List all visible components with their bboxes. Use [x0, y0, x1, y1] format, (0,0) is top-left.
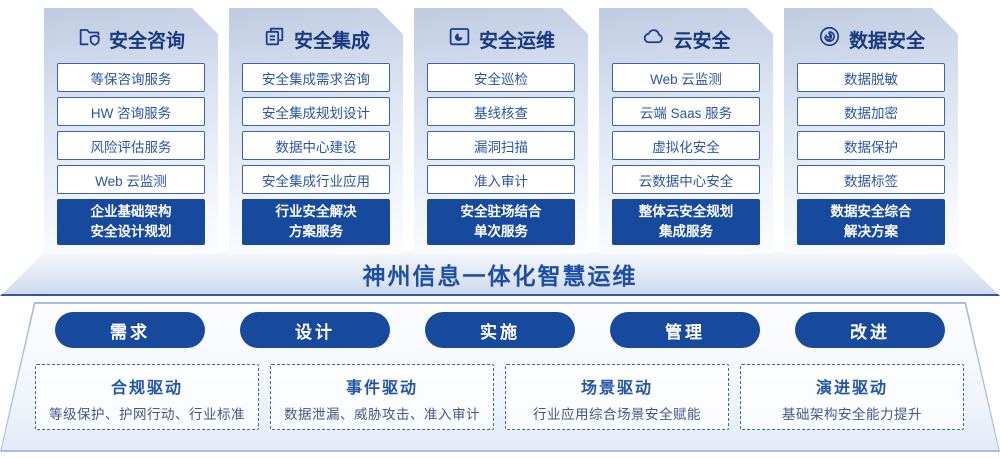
card-footer: 企业基础架构 安全设计规划 — [57, 199, 205, 245]
driver-subtitle: 等级保护、护网行动、行业标准 — [49, 407, 245, 422]
footer-line: 解决方案 — [844, 224, 898, 239]
footer-line: 安全驻场结合 — [460, 203, 542, 219]
service-item: HW 咨询服务 — [57, 97, 205, 126]
driver-title: 场景驱动 — [580, 380, 653, 397]
card-title: 数据安全 — [848, 30, 925, 52]
service-item: 等保咨询服务 — [57, 63, 205, 92]
spiral-data-icon — [817, 24, 842, 55]
process-pill-management: 管理 — [610, 312, 760, 348]
banner-title: 神州信息一体化智慧运维 — [362, 263, 638, 289]
driver-title: 合规驱动 — [110, 380, 183, 397]
service-item: Web 云监测 — [57, 165, 205, 194]
footer-line: 集成服务 — [659, 224, 713, 239]
card-footer: 整体云安全规划 集成服务 — [612, 199, 760, 245]
process-pill-improvement: 改进 — [795, 312, 945, 348]
service-item: 基线核查 — [427, 97, 575, 126]
service-item: 数据加密 — [797, 97, 945, 126]
card-data-security: 数据安全 数据脱敏 数据加密 数据保护 数据标签 数据安全综合 解决方案 — [784, 8, 958, 254]
card-title: 安全运维 — [478, 30, 555, 52]
card-title: 安全咨询 — [108, 30, 185, 52]
card-security-integration: 安全集成 安全集成需求咨询 安全集成规划设计 数据中心建设 安全集成行业应用 行… — [229, 8, 403, 254]
driver-box-compliance: 合规驱动 等级保护、护网行动、行业标准 — [35, 364, 259, 430]
footer-line: 行业安全解决 — [275, 203, 357, 219]
card-title: 云安全 — [673, 30, 731, 52]
card-items: 安全集成需求咨询 安全集成规划设计 数据中心建设 安全集成行业应用 — [242, 63, 390, 194]
driver-subtitle: 数据泄漏、威胁攻击、准入审计 — [284, 407, 480, 422]
card-security-consulting: 安全咨询 等保咨询服务 HW 咨询服务 风险评估服务 Web 云监测 企业基础架… — [44, 8, 218, 254]
card-items: 数据脱敏 数据加密 数据保护 数据标签 — [797, 63, 945, 194]
card-items: 安全巡检 基线核查 漏洞扫描 准入审计 — [427, 63, 575, 194]
card-header: 云安全 — [612, 23, 760, 55]
footer-line: 安全设计规划 — [90, 224, 172, 239]
service-item: 云数据中心安全 — [612, 165, 760, 194]
service-item: 数据中心建设 — [242, 131, 390, 160]
card-header: 安全咨询 — [57, 23, 205, 55]
service-item: 风险评估服务 — [57, 131, 205, 160]
service-item: 安全集成规划设计 — [242, 97, 390, 126]
driver-title: 演进驱动 — [815, 380, 888, 397]
footer-line: 数据安全综合 — [830, 203, 912, 219]
service-item: Web 云监测 — [612, 63, 760, 92]
driver-title: 事件驱动 — [345, 380, 418, 397]
pie-chart-box-icon — [447, 24, 472, 55]
platform-banner: 神州信息一体化智慧运维 — [0, 252, 1000, 296]
service-item: 数据标签 — [797, 165, 945, 194]
folder-shield-icon — [77, 24, 102, 55]
driver-box-evolution: 演进驱动 基础架构安全能力提升 — [740, 364, 964, 430]
card-footer: 安全驻场结合 单次服务 — [427, 199, 575, 245]
driver-box-scenario: 场景驱动 行业应用综合场景安全赋能 — [505, 364, 729, 430]
footer-line: 企业基础架构 — [90, 203, 172, 219]
footer-line: 方案服务 — [289, 224, 343, 239]
banner-bottom-edge — [0, 293, 1000, 296]
service-columns: 安全咨询 等保咨询服务 HW 咨询服务 风险评估服务 Web 云监测 企业基础架… — [44, 8, 958, 254]
service-item: 安全集成行业应用 — [242, 165, 390, 194]
card-cloud-security: 云安全 Web 云监测 云端 Saas 服务 虚拟化安全 云数据中心安全 整体云… — [599, 8, 773, 254]
service-item: 漏洞扫描 — [427, 131, 575, 160]
driver-subtitle: 基础架构安全能力提升 — [782, 407, 922, 422]
service-item: 安全巡检 — [427, 63, 575, 92]
service-item: 云端 Saas 服务 — [612, 97, 760, 126]
service-item: 数据脱敏 — [797, 63, 945, 92]
service-item: 数据保护 — [797, 131, 945, 160]
card-items: 等保咨询服务 HW 咨询服务 风险评估服务 Web 云监测 — [57, 63, 205, 194]
card-header: 数据安全 — [797, 23, 945, 55]
process-pill-implementation: 实施 — [425, 312, 575, 348]
card-title: 安全集成 — [293, 30, 370, 52]
driver-subtitle: 行业应用综合场景安全赋能 — [533, 407, 701, 422]
card-footer: 数据安全综合 解决方案 — [797, 199, 945, 245]
card-header: 安全集成 — [242, 23, 390, 55]
card-items: Web 云监测 云端 Saas 服务 虚拟化安全 云数据中心安全 — [612, 63, 760, 194]
card-security-operations: 安全运维 安全巡检 基线核查 漏洞扫描 准入审计 安全驻场结合 单次服务 — [414, 8, 588, 254]
driver-box-incident: 事件驱动 数据泄漏、威胁攻击、准入审计 — [270, 364, 494, 430]
service-item: 虚拟化安全 — [612, 131, 760, 160]
card-header: 安全运维 — [427, 23, 575, 55]
footer-line: 整体云安全规划 — [638, 203, 734, 219]
stacked-documents-icon — [262, 24, 287, 55]
cloud-icon — [641, 24, 666, 55]
service-item: 准入审计 — [427, 165, 575, 194]
card-footer: 行业安全解决 方案服务 — [242, 199, 390, 245]
process-pill-demand: 需求 — [55, 312, 205, 348]
footer-line: 单次服务 — [474, 224, 528, 239]
service-item: 安全集成需求咨询 — [242, 63, 390, 92]
process-pill-design: 设计 — [240, 312, 390, 348]
